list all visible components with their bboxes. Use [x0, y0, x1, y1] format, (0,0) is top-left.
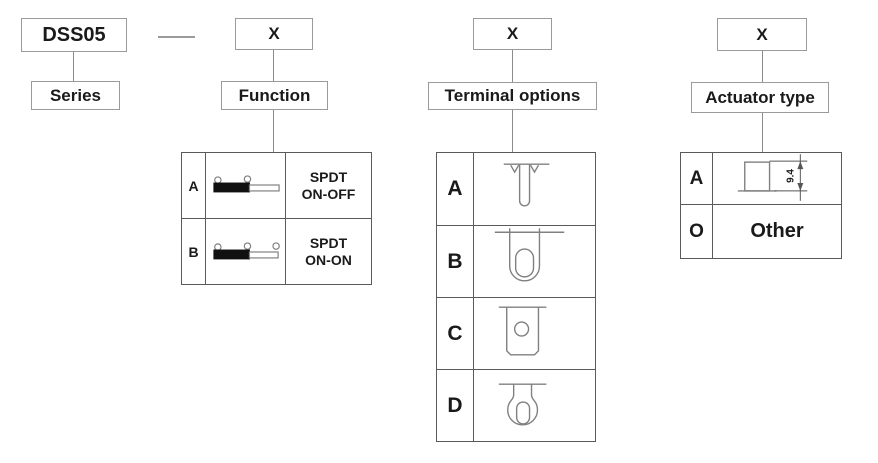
function-code-box: X — [235, 18, 313, 50]
function-option-key: A — [182, 153, 205, 218]
actuator-option-key: A — [681, 153, 712, 204]
series-code-box: DSS05 — [21, 18, 127, 52]
actuator-code-box: X — [717, 18, 807, 51]
function-options-table: A SPDT ON-OFF B SPDT ON-ON — [181, 152, 372, 285]
actuator-connector-top — [762, 51, 763, 82]
actuator-options-table: A 9.4 O Other — [680, 152, 842, 259]
function-connector-top — [273, 50, 274, 81]
terminal-option-key: C — [437, 297, 473, 369]
terminal-option-drawing — [473, 225, 595, 297]
actuator-dimension-label: 9.4 — [785, 169, 796, 183]
series-code: DSS05 — [42, 23, 106, 46]
function-option-drawing — [205, 218, 285, 284]
function-connector-bottom — [273, 110, 274, 152]
function-option-drawing — [205, 153, 285, 218]
function-option-key: B — [182, 218, 205, 284]
terminal-option-drawing — [473, 369, 595, 441]
spdt-on-off-lever-icon — [213, 175, 280, 193]
series-connector-line — [73, 52, 74, 81]
terminal-option-key: D — [437, 369, 473, 441]
terminal-label-box: Terminal options — [428, 82, 597, 110]
terminal-label: Terminal options — [444, 86, 581, 105]
function-option-description: SPDT ON-OFF — [285, 153, 371, 218]
terminal-code-box: X — [473, 18, 552, 50]
function-label: Function — [238, 85, 311, 105]
round-bottom-solder-lug-terminal-icon — [494, 227, 565, 281]
actuator-height-dimension-icon: 9.4 — [737, 154, 808, 201]
function-option-description: SPDT ON-ON — [285, 218, 371, 284]
terminal-code: X — [506, 24, 519, 43]
actuator-connector-bottom — [762, 113, 763, 152]
function-code: X — [268, 24, 280, 43]
terminal-connector-bottom — [512, 110, 513, 152]
terminal-option-drawing — [473, 153, 595, 225]
function-label-box: Function — [221, 81, 328, 110]
keyhole-solder-lug-terminal-icon — [498, 382, 547, 425]
terminal-option-key: A — [437, 153, 473, 225]
series-label-box: Series — [31, 81, 120, 110]
actuator-label: Actuator type — [705, 87, 815, 107]
actuator-option-description: Other — [712, 204, 841, 258]
actuator-label-box: Actuator type — [691, 82, 829, 113]
actuator-code: X — [756, 24, 768, 44]
actuator-option-drawing: 9.4 — [712, 153, 841, 204]
series-label: Series — [49, 85, 102, 105]
terminal-options-table: A B C — [436, 152, 596, 442]
separator-dash — [158, 36, 195, 38]
actuator-option-key: O — [681, 204, 712, 258]
terminal-connector-top — [512, 50, 513, 82]
flat-lug-round-hole-terminal-icon — [498, 306, 547, 356]
straight-pcb-pin-terminal-icon — [503, 163, 550, 207]
spdt-on-on-lever-icon — [213, 242, 280, 260]
terminal-option-drawing — [473, 297, 595, 369]
terminal-option-key: B — [437, 225, 473, 297]
